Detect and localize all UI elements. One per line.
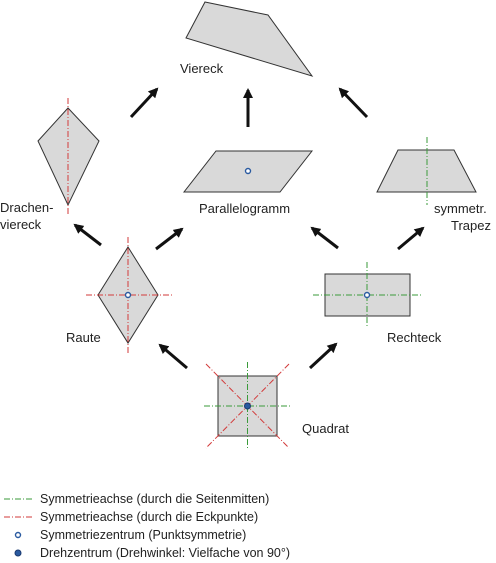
arrow-quadrat-to-rechteck (308, 342, 338, 370)
raute-center (124, 291, 132, 299)
legend-label-axis-corners: Symmetrieachse (durch die Eckpunkte) (40, 510, 259, 524)
arrow-raute-to-drachenviereck (73, 223, 102, 247)
legend-label-center-open: Symmetriezentrum (Punktsymmetrie) (40, 528, 247, 542)
arrow-quadrat-to-raute (158, 343, 188, 370)
label-quadrat: Quadrat (302, 421, 349, 436)
legend-item-axis-corners: Symmetrieachse (durch die Eckpunkte) (0, 508, 496, 526)
legend-swatch-axis-corners (4, 516, 32, 518)
legend-item-center-open: Symmetriezentrum (Punktsymmetrie) (0, 526, 496, 544)
label-rechteck: Rechteck (387, 330, 442, 345)
arrow-rechteck-to-parallelogramm (310, 226, 339, 250)
legend-label-center-filled: Drehzentrum (Drehwinkel: Vielfache von 9… (40, 546, 291, 560)
label-viereck: Viereck (180, 61, 224, 76)
arrow-rechteck-to-trapez (397, 226, 425, 251)
label-raute: Raute (66, 330, 101, 345)
arrow-drachenviereck-to-viereck (129, 87, 159, 119)
rechteck-center (363, 291, 371, 299)
viereck-shape (185, 1, 314, 77)
parallelogramm-center (244, 167, 252, 175)
label-drachenviereck-line2: viereck (0, 217, 42, 232)
legend-label-axis-sides: Symmetrieachse (durch die Seitenmitten) (40, 492, 270, 506)
label-parallelogramm: Parallelogramm (199, 201, 291, 216)
label-trapez-line1: symmetr. (434, 201, 487, 216)
label-drachenviereck-line1: Drachen- (0, 200, 54, 215)
legend-item-center-filled: Drehzentrum (Drehwinkel: Vielfache von 9… (0, 544, 496, 562)
legend-swatch-center-filled (14, 549, 22, 557)
legend-swatch-center-open (14, 531, 22, 539)
arrow-raute-to-parallelogramm (155, 227, 184, 251)
legend-swatch-axis-sides (4, 498, 32, 500)
legend-item-axis-sides: Symmetrieachse (durch die Seitenmitten) (0, 490, 496, 508)
arrow-trapez-to-viereck (338, 87, 369, 119)
quadrat-rotation-center (244, 402, 251, 410)
label-trapez-line2: Trapez (451, 218, 491, 233)
